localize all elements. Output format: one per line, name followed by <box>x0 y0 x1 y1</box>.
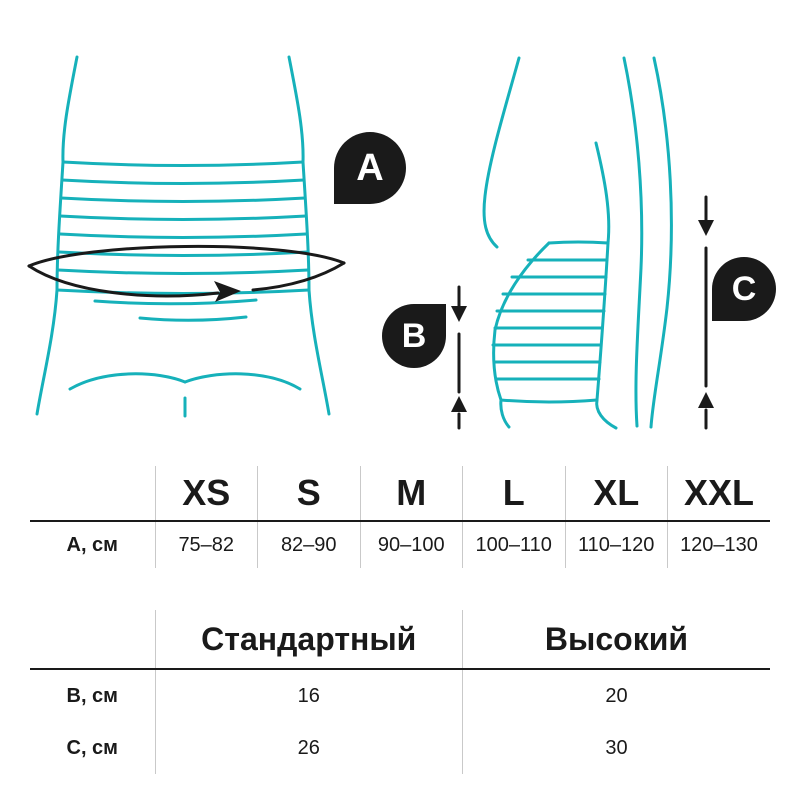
dimension-c-arrow <box>698 195 714 430</box>
label-b-text: B <box>401 317 427 355</box>
waist-measure-arrow <box>27 244 346 302</box>
value-a-l: 100–110 <box>462 521 565 568</box>
value-c-tall: 30 <box>462 722 770 774</box>
dimension-b-arrow <box>451 285 467 430</box>
value-b-tall: 20 <box>462 669 770 722</box>
row-label-b: B, см <box>66 684 118 707</box>
sizing-diagram-svg <box>27 55 714 430</box>
side-view-figure <box>482 56 673 430</box>
label-b-badge: B <box>382 304 446 368</box>
size-table-header-row: XS S M L XL XXL <box>30 466 770 521</box>
row-label-c: C, см <box>66 736 118 759</box>
height-table: Стандартный Высокий B, см 16 20 C, см 26… <box>30 610 770 774</box>
value-a-xs: 75–82 <box>154 521 258 568</box>
label-c-text: C <box>731 270 757 308</box>
label-a-badge: A <box>334 132 406 204</box>
value-b-standard: 16 <box>154 669 463 722</box>
size-table: XS S M L XL XXL А, см 75–82 82–90 90–100… <box>30 466 770 568</box>
value-c-standard: 26 <box>154 722 463 774</box>
size-table-row-a: А, см 75–82 82–90 90–100 100–110 110–120… <box>30 521 770 568</box>
value-a-xxl: 120–130 <box>667 521 770 568</box>
size-col-xs: XS <box>154 466 258 521</box>
label-a-text: A <box>356 147 384 189</box>
row-label-a: А, см <box>66 533 118 556</box>
size-col-s: S <box>257 466 360 521</box>
height-table-corner-cell <box>30 610 155 669</box>
height-col-tall: Высокий <box>462 610 770 669</box>
height-table-row-b: B, см 16 20 <box>30 669 770 722</box>
back-view-figure <box>35 55 331 418</box>
size-col-xxl: XXL <box>667 466 770 521</box>
height-table-row-c: C, см 26 30 <box>30 722 770 774</box>
size-table-corner-cell <box>30 466 155 521</box>
size-col-xl: XL <box>564 466 668 521</box>
value-a-xl: 110–120 <box>564 521 668 568</box>
size-col-m: M <box>359 466 463 521</box>
value-a-m: 90–100 <box>359 521 463 568</box>
value-a-s: 82–90 <box>257 521 360 568</box>
height-table-header-row: Стандартный Высокий <box>30 610 770 669</box>
size-col-l: L <box>462 466 565 521</box>
label-c-badge: C <box>712 257 776 321</box>
sizing-illustration: A B C <box>27 55 776 430</box>
height-col-standard: Стандартный <box>154 610 463 669</box>
